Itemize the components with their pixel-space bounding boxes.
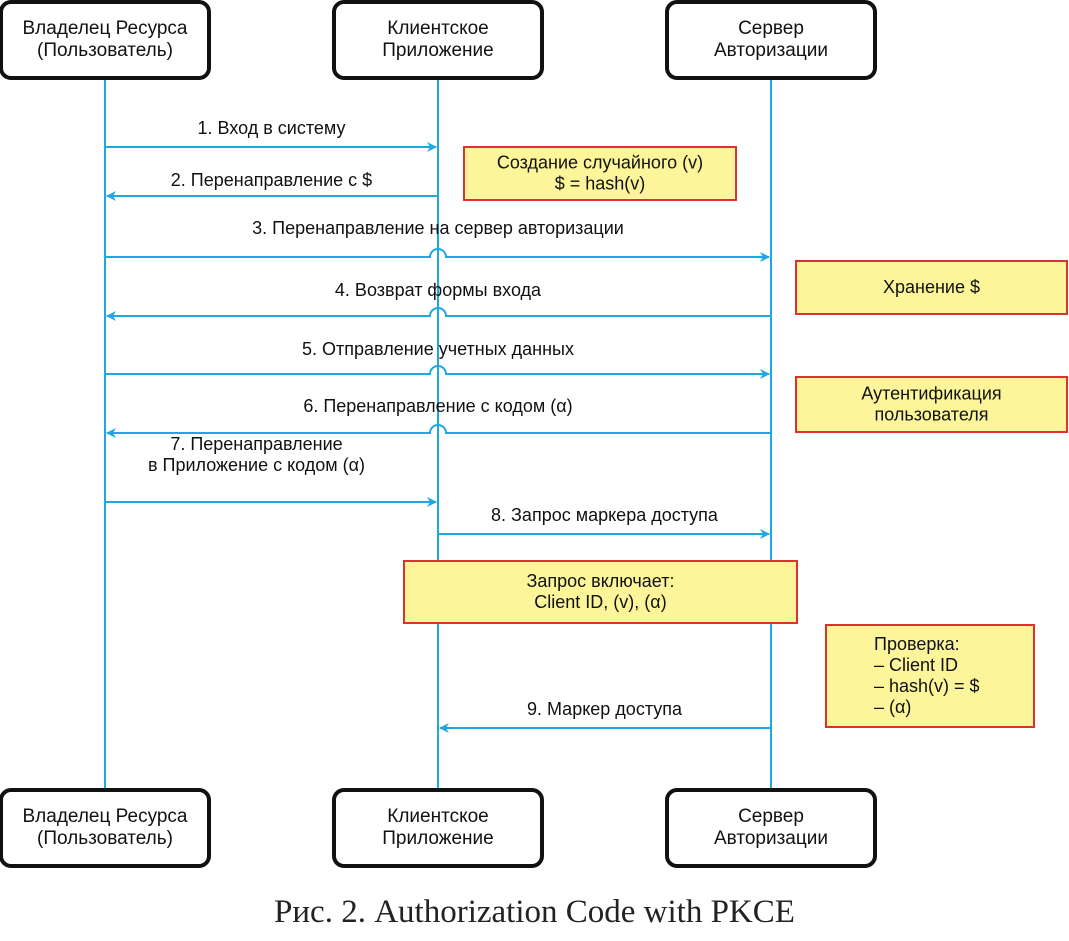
- message-arrow: [105, 365, 770, 379]
- message-label: 2. Перенаправление с $: [171, 170, 372, 190]
- message-arrow: [106, 424, 771, 438]
- actor-label: Клиентское: [387, 806, 488, 827]
- actor-box-frame: [665, 788, 877, 868]
- message-label: 9. Маркер доступа: [527, 699, 683, 719]
- actor-box-owner-bottom: Владелец Ресурса(Пользователь): [0, 788, 211, 868]
- note-text-line: Запрос включает:: [527, 571, 675, 591]
- message-4: 4. Возврат формы входа: [106, 280, 771, 321]
- message-6: 6. Перенаправление с кодом (α): [106, 396, 771, 438]
- message-label: 6. Перенаправление с кодом (α): [303, 396, 572, 416]
- note-text-line: Аутентификация: [861, 384, 1001, 404]
- note-text-line: – (α): [874, 697, 911, 717]
- actor-label: (Пользователь): [37, 828, 173, 849]
- actor-label: Авторизации: [714, 828, 828, 849]
- note-text-line: Client ID, (v), (α): [534, 592, 666, 612]
- message-8: 8. Запрос маркера доступа: [438, 505, 770, 539]
- actor-box-frame: [0, 788, 211, 868]
- actor-box-owner-top: Владелец Ресурса(Пользователь): [0, 0, 211, 80]
- figure-caption: Рис. 2. Authorization Code with PKCE: [274, 894, 795, 930]
- note-text-line: Создание случайного (v): [497, 153, 703, 173]
- note-text-line: $ = hash(v): [555, 174, 646, 194]
- note-box: [795, 260, 1068, 315]
- note-box: [403, 560, 798, 624]
- message-label: 8. Запрос маркера доступа: [491, 505, 719, 525]
- actor-label: Сервер: [738, 18, 804, 39]
- actor-label: Владелец Ресурса: [23, 806, 188, 827]
- actor-label: Клиентское: [387, 18, 488, 39]
- note-verify: Проверка:– Client ID– hash(v) = $– (α): [825, 624, 1035, 728]
- note-box: [795, 376, 1068, 433]
- message-2: 2. Перенаправление с $: [106, 170, 438, 201]
- actor-label: Авторизации: [714, 40, 828, 61]
- actor-label: Сервер: [738, 806, 804, 827]
- actor-label: Приложение: [382, 40, 493, 61]
- message-arrow: [105, 248, 770, 262]
- note-request: Запрос включает:Client ID, (v), (α): [403, 560, 798, 624]
- message-label: 7. Перенаправление: [170, 434, 342, 454]
- actor-box-frame: [332, 0, 544, 80]
- note-store: Хранение $: [795, 260, 1068, 315]
- actor-label: Приложение: [382, 828, 493, 849]
- message-label: 3. Перенаправление на сервер авторизации: [252, 218, 624, 238]
- actor-box-frame: [332, 788, 544, 868]
- actor-label: Владелец Ресурса: [23, 18, 188, 39]
- message-3: 3. Перенаправление на сервер авторизации: [105, 218, 770, 262]
- actor-box-frame: [0, 0, 211, 80]
- note-create-random: Создание случайного (v)$ = hash(v): [463, 146, 737, 201]
- message-9: 9. Маркер доступа: [439, 699, 771, 733]
- note-text-line: Проверка:: [874, 634, 960, 654]
- message-label: в Приложение с кодом (α): [148, 455, 365, 475]
- note-text-line: – Client ID: [874, 655, 958, 675]
- message-label: 4. Возврат формы входа: [335, 280, 542, 300]
- message-1: 1. Вход в систему: [105, 118, 437, 152]
- note-text-line: пользователя: [875, 405, 989, 425]
- note-text-line: Хранение $: [883, 277, 980, 297]
- note-box: [825, 624, 1035, 728]
- message-arrow: [106, 307, 771, 321]
- message-5: 5. Отправление учетных данных: [105, 339, 770, 379]
- note-text-line: – hash(v) = $: [874, 676, 980, 696]
- message-label: 1. Вход в систему: [198, 118, 346, 138]
- actor-label: (Пользователь): [37, 40, 173, 61]
- actor-box-frame: [665, 0, 877, 80]
- message-label: 5. Отправление учетных данных: [302, 339, 574, 359]
- note-box: [463, 146, 737, 201]
